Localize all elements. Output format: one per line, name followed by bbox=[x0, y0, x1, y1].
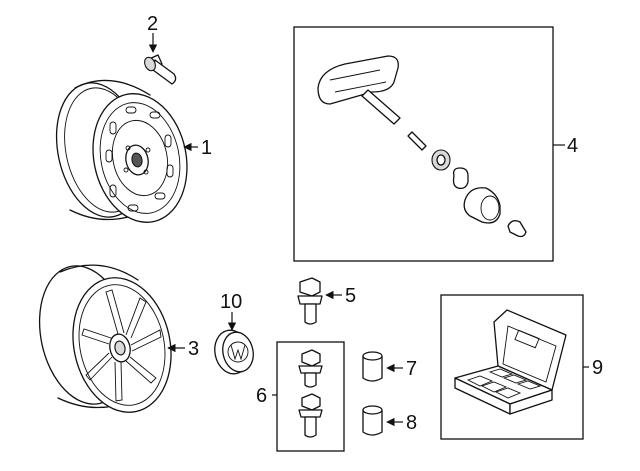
steel-wheel-icon[interactable] bbox=[45, 75, 199, 231]
callout-8: 8 bbox=[406, 412, 417, 434]
callout-7: 7 bbox=[406, 358, 417, 380]
bolt-set-box bbox=[276, 341, 345, 452]
valve-stem-icon[interactable] bbox=[143, 54, 177, 85]
callout-4: 4 bbox=[567, 135, 578, 157]
tpms-kit-box bbox=[293, 26, 554, 262]
callout-1: 1 bbox=[201, 137, 212, 159]
callout-2: 2 bbox=[147, 13, 158, 35]
bolt-set-icon[interactable] bbox=[298, 349, 323, 438]
bolt-cap-icon[interactable] bbox=[362, 351, 383, 382]
callout-3: 3 bbox=[188, 338, 199, 360]
lug-bolt-icon[interactable] bbox=[297, 277, 323, 325]
alloy-wheel-icon[interactable] bbox=[27, 257, 183, 421]
tool-case-icon[interactable] bbox=[454, 309, 567, 415]
center-cap-icon[interactable] bbox=[211, 327, 257, 377]
callout-6: 6 bbox=[256, 385, 267, 407]
tpms-sensor-kit-icon[interactable] bbox=[317, 55, 527, 238]
callout-10: 10 bbox=[220, 291, 242, 313]
callout-5: 5 bbox=[345, 285, 356, 307]
bolt-cap-icon[interactable] bbox=[362, 405, 383, 436]
callout-9: 9 bbox=[592, 357, 603, 379]
